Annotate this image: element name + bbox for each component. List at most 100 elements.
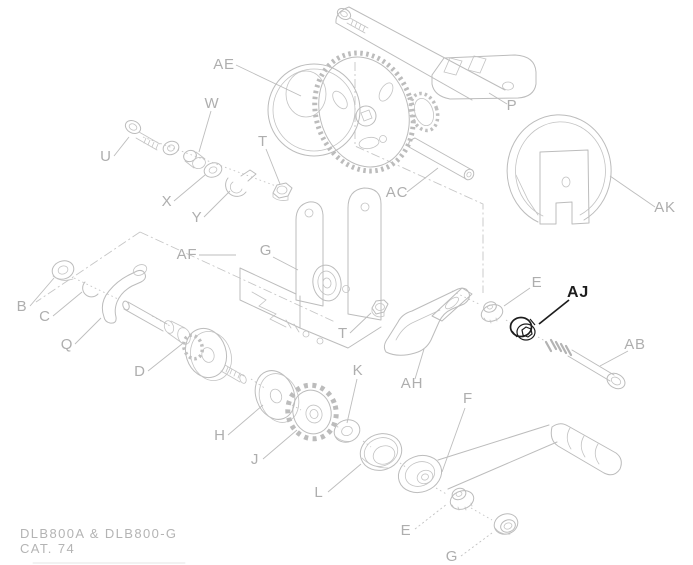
link-plate-outline <box>431 287 473 322</box>
leader-G-frame <box>272 256 299 271</box>
leader-AB <box>599 350 629 367</box>
shaft-D-end <box>122 300 130 311</box>
handle-hub-bore <box>421 473 429 481</box>
callout-AE: AE <box>213 56 235 73</box>
bearing-L-mid <box>363 437 399 467</box>
leader-AE <box>235 64 302 97</box>
axis-dotted-line <box>73 136 546 521</box>
cover-shell <box>506 114 612 223</box>
plate-hole <box>502 81 514 91</box>
callout-K: K <box>353 362 364 379</box>
gear-hub <box>355 105 377 127</box>
caption: DLB800A & DLB800-G CAT. 74 <box>20 526 186 564</box>
sprocket-bore <box>309 409 319 419</box>
leader-F <box>441 407 466 473</box>
link-plate-slot <box>445 296 459 310</box>
nut-E-upper-cap <box>483 301 497 313</box>
handle-hub-outer <box>397 454 443 494</box>
drum-rim-outer <box>267 63 361 157</box>
bolt-AB-spring <box>544 338 573 357</box>
callout-B: B <box>17 298 28 315</box>
callout-AK: AK <box>654 199 676 216</box>
leader-G-lower <box>460 532 493 557</box>
callout-labels: AE W U X Y T AC P AK AF G B C Q D H J K … <box>17 56 676 565</box>
hub-bore <box>201 347 215 363</box>
gear-bolt-hole <box>379 135 387 143</box>
frame-bearing-bore <box>322 277 332 289</box>
nut-G-bore <box>503 522 513 530</box>
drive-shaft-D <box>122 300 247 384</box>
callout-F: F <box>463 390 473 407</box>
bar-outline <box>335 6 506 101</box>
washer-H-front <box>254 370 296 420</box>
callout-J: J <box>251 451 259 468</box>
shaft-end-bore <box>466 171 472 178</box>
gear-cover-AK <box>506 114 612 225</box>
frame-front-plate <box>347 187 382 321</box>
link-plate <box>431 287 473 322</box>
leader-E-upper <box>503 287 531 307</box>
strap-AH-inner <box>395 309 441 341</box>
pinion-body <box>414 97 434 127</box>
leader-D <box>147 343 183 372</box>
cover-fold <box>515 174 539 216</box>
callout-U: U <box>100 148 112 165</box>
frame-bearing-outer <box>312 264 342 302</box>
nut-T1 <box>272 182 293 199</box>
nut-T2-thickness <box>371 307 385 318</box>
model-caption: DLB800A & DLB800-G <box>20 526 177 541</box>
bolt-AB-head <box>606 372 626 390</box>
nut-T1-bore <box>276 185 288 195</box>
frame-base-hole-2 <box>316 337 324 345</box>
drum-rim-inner <box>272 68 356 152</box>
bushing-B-thickness <box>52 275 74 281</box>
washer-X-inner <box>208 166 218 174</box>
frame-mechanism <box>251 291 300 333</box>
bolt-AB-head-inner <box>610 376 622 386</box>
callout-H: H <box>214 427 226 444</box>
nut-E-lower-cap <box>451 487 467 501</box>
catalog-caption: CAT. 74 <box>20 541 75 556</box>
bushing-B-outer <box>51 260 75 280</box>
leader-K <box>346 378 358 424</box>
pawl-Q <box>101 269 146 324</box>
assembly-axis-lines <box>73 136 546 521</box>
frame-base-hole-1 <box>302 330 310 338</box>
leader-X <box>173 174 206 202</box>
leader-lines <box>29 64 656 557</box>
callout-E-lower: E <box>401 522 412 539</box>
frame-back-hole <box>304 208 314 218</box>
nut-T2-hex <box>371 299 389 315</box>
screw-U-head <box>124 120 142 134</box>
callout-L: L <box>314 484 323 501</box>
sprocket-body <box>292 389 332 435</box>
frame-bearing-mid <box>317 270 337 296</box>
shaft-body <box>408 137 473 180</box>
leader-U <box>113 136 130 157</box>
callout-AJ-highlighted: AJ <box>567 284 589 301</box>
shaft-D-stub <box>220 364 245 383</box>
leader-J <box>262 429 298 460</box>
pinion-behind <box>408 91 440 133</box>
callout-X: X <box>162 193 173 210</box>
drum-and-gear-AE <box>267 50 440 174</box>
ratchet-plate-P <box>431 54 537 100</box>
plate-outline <box>431 54 537 100</box>
leader-L <box>327 463 362 493</box>
shaft-D-rod <box>123 301 168 332</box>
cover-hole <box>561 176 571 188</box>
bushing-AJ-rim-lines <box>511 318 536 338</box>
callout-C: C <box>39 308 51 325</box>
callout-G-lower: G <box>446 548 458 565</box>
spacer-sides <box>184 151 206 169</box>
callout-D: D <box>134 363 146 380</box>
screw-U-shaft <box>135 131 161 151</box>
phantom-outlines <box>35 62 484 323</box>
callout-AF: AF <box>177 246 198 263</box>
leader-AK <box>609 175 656 208</box>
nut-T2-bore <box>375 303 385 311</box>
shaft-D-stub-end <box>239 374 247 384</box>
callout-G-frame: G <box>260 242 272 259</box>
nut-G-thickness <box>494 527 511 535</box>
pawl-group-BCQ <box>51 260 148 324</box>
